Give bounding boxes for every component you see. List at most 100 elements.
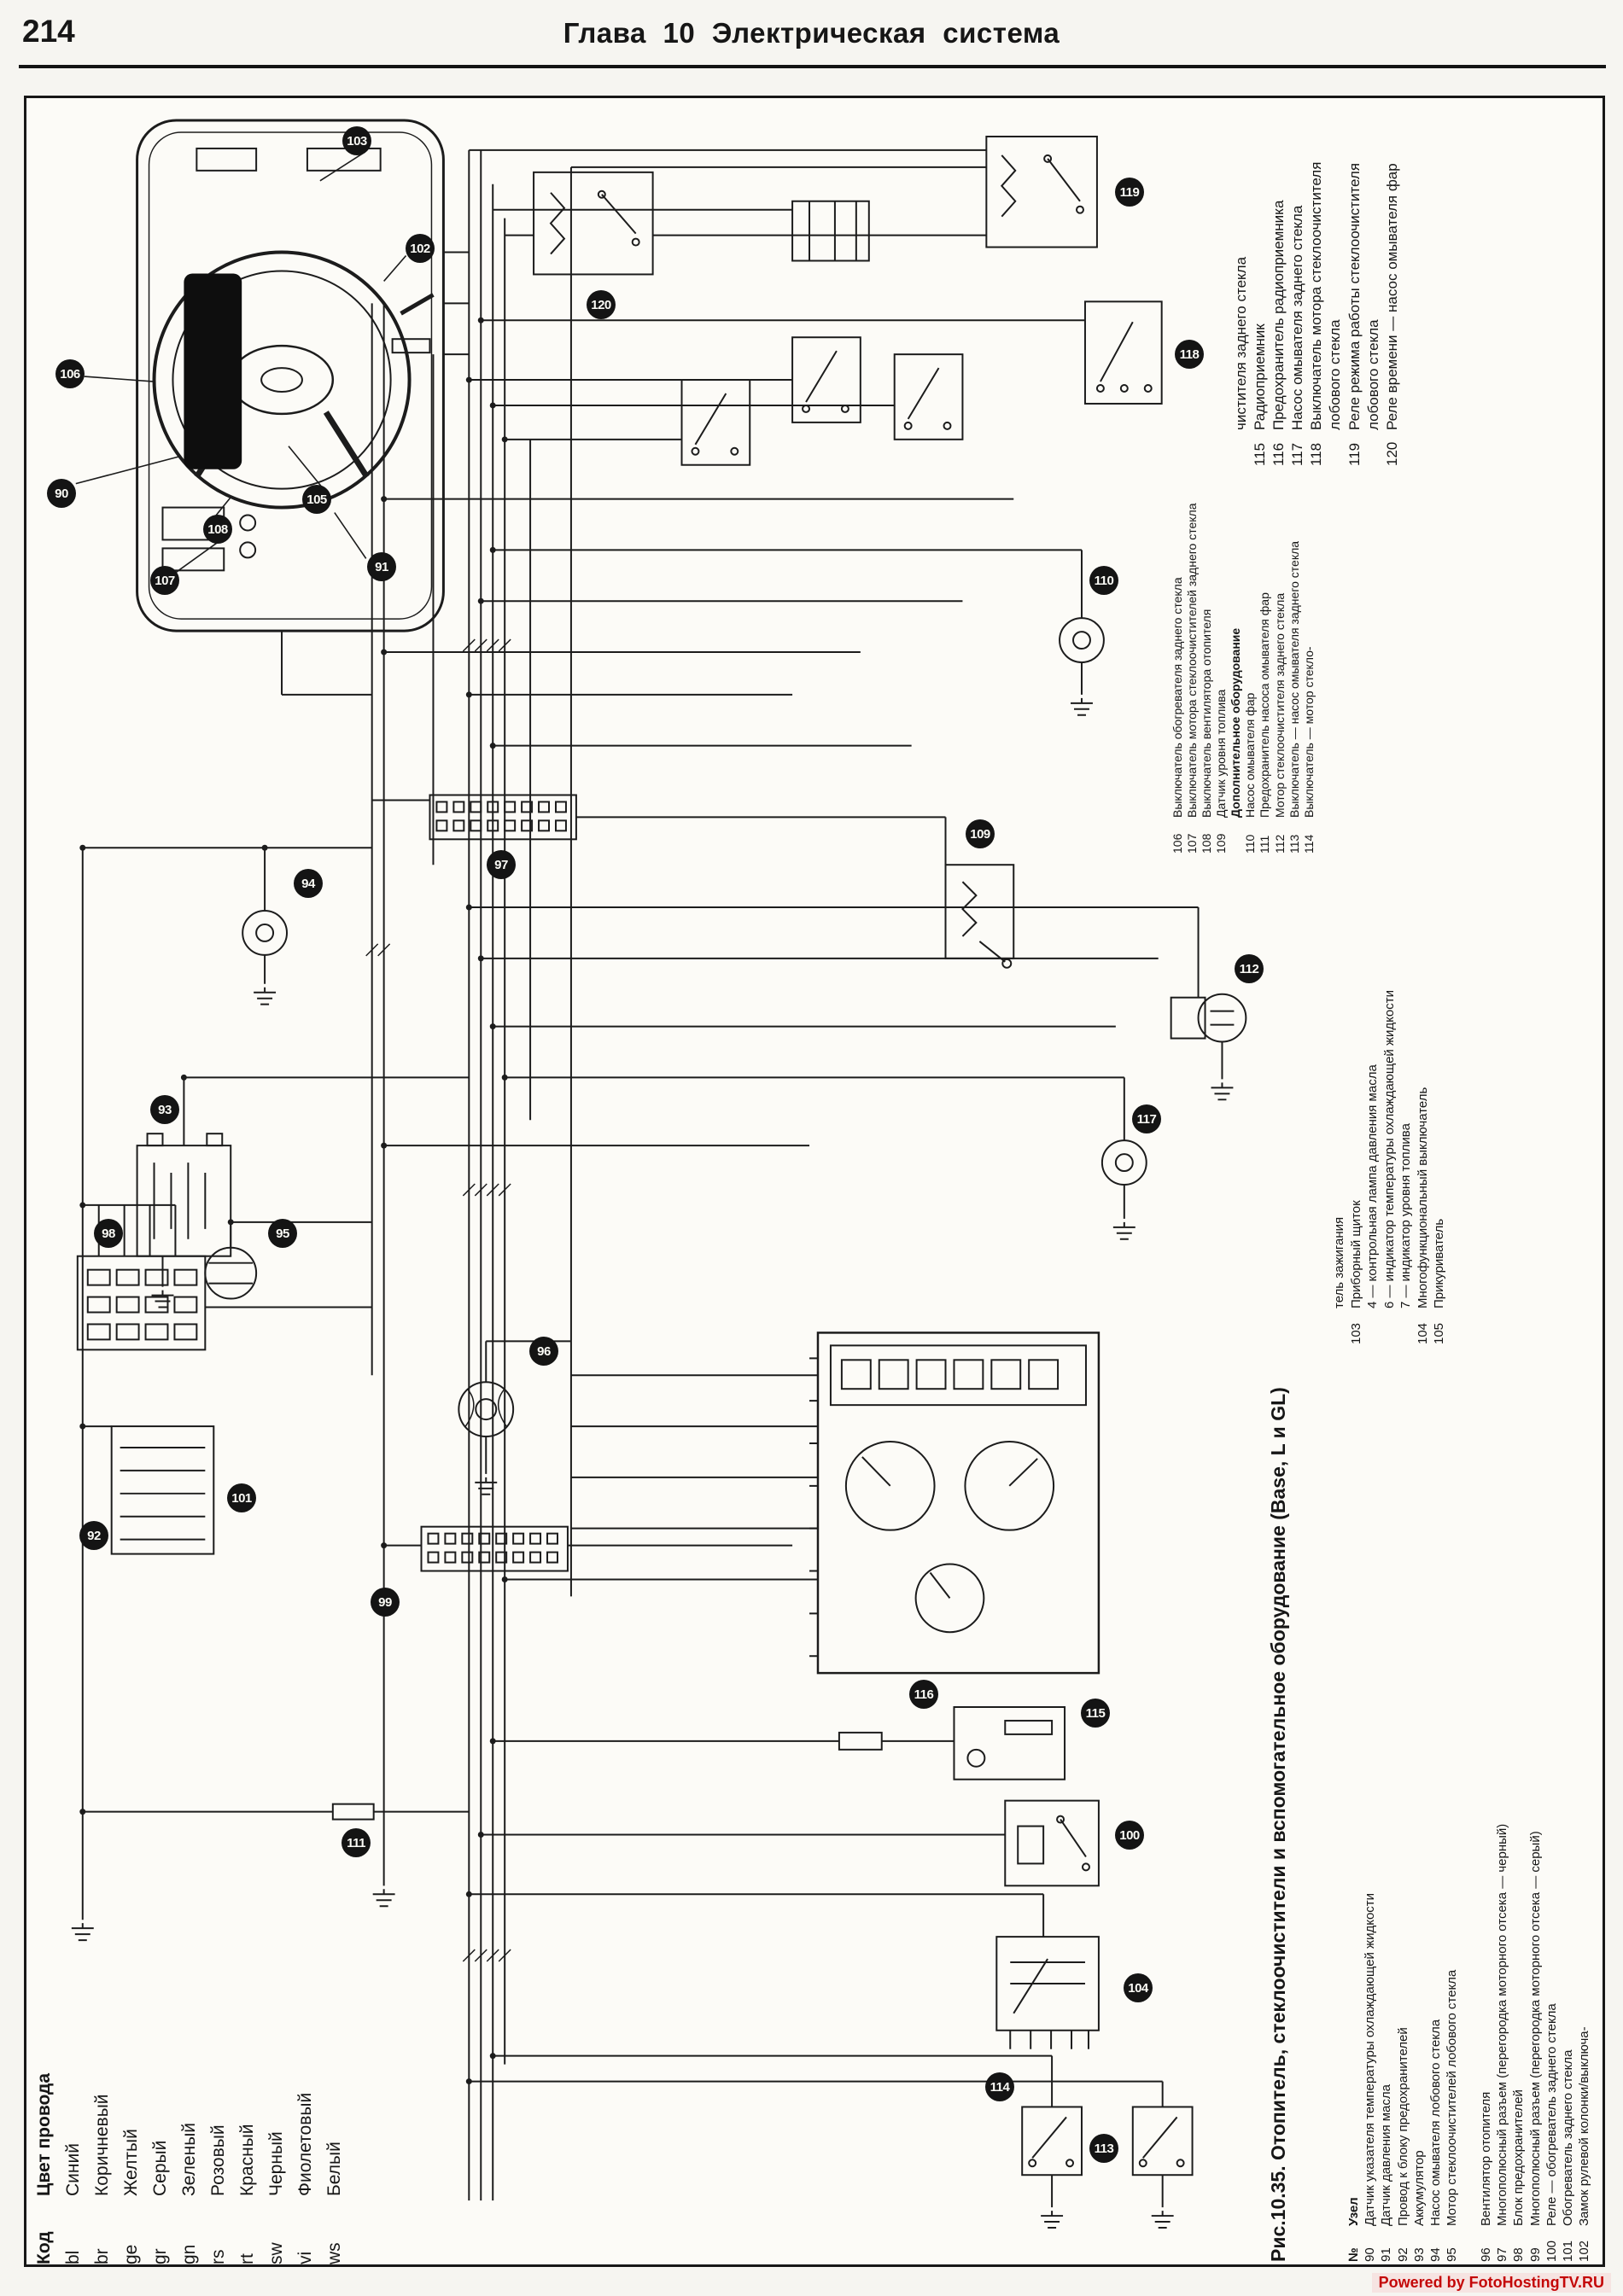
callout-110: 110	[1089, 566, 1118, 595]
fuse-116-symbol	[838, 1731, 883, 1751]
callout-104: 104	[1124, 1973, 1153, 2002]
callout-103: 103	[342, 126, 371, 155]
callout-94: 94	[294, 869, 323, 898]
callout-101: 101	[227, 1483, 256, 1512]
washer-pump-117-symbol	[1100, 1139, 1147, 1186]
header-rule	[19, 65, 1606, 68]
callout-leader-lines	[75, 151, 407, 573]
radio-115-symbol	[953, 1706, 1066, 1780]
component-item: Дополнительное оборудование	[1229, 627, 1243, 818]
callout-92: 92	[79, 1521, 108, 1550]
washer-pump-110-symbol	[1059, 617, 1105, 663]
callout-114: 114	[985, 2072, 1014, 2101]
callout-107: 107	[150, 566, 179, 595]
connector-symbol	[791, 200, 870, 262]
callout-117: 117	[1132, 1104, 1161, 1133]
relay-100-symbol	[1004, 1799, 1100, 1887]
instrument-panel-103-symbol	[809, 1332, 1100, 1675]
wiring-lines	[81, 149, 1223, 2208]
chapter-title: Глава 10 Электрическая система	[563, 17, 1060, 49]
callout-102: 102	[406, 234, 435, 263]
callout-106: 106	[55, 359, 85, 388]
callout-99: 99	[371, 1588, 400, 1617]
wiring-schematic	[70, 119, 1247, 2229]
callout-113: 113	[1089, 2134, 1118, 2163]
bulkhead-connector-99-symbol	[420, 1525, 569, 1572]
callout-120: 120	[587, 290, 616, 319]
blower-motor-96-symbol	[458, 1381, 515, 1438]
component-item: тель зажигания	[1332, 1216, 1346, 1308]
dashboard-drawing	[75, 119, 470, 696]
fuse-box-98-symbol	[76, 1255, 207, 1351]
figure-caption: Рис.10.35. Отопитель, стеклоочистители и…	[1267, 1387, 1289, 2262]
multifunction-switch-104-symbol	[995, 1936, 1100, 2049]
bulkhead-connector-97-symbol	[429, 794, 577, 841]
callout-105: 105	[302, 485, 331, 514]
callout-116: 116	[909, 1680, 938, 1709]
callout-96: 96	[529, 1337, 558, 1366]
component-item: 7 — индикатор уровня топлива	[1398, 1123, 1413, 1308]
callout-115: 115	[1081, 1699, 1110, 1728]
fuse-111-symbol	[331, 1803, 375, 1821]
rear-window-heater-101-symbol	[110, 1425, 215, 1555]
callout-118: 118	[1175, 340, 1204, 369]
callout-109: 109	[966, 819, 995, 848]
component-symbols	[76, 135, 1247, 2177]
callout-119: 119	[1115, 178, 1144, 207]
switch-108-symbol	[680, 379, 751, 466]
callout-97: 97	[487, 850, 516, 879]
switch-118-symbol	[1083, 300, 1163, 405]
callout-90: 90	[47, 479, 76, 508]
relay-120-symbol	[533, 171, 654, 276]
callout-93: 93	[150, 1095, 179, 1124]
junction-dots	[79, 317, 508, 2085]
washer-pump-94-symbol	[242, 910, 289, 956]
callout-98: 98	[94, 1219, 123, 1248]
callout-91: 91	[367, 552, 396, 581]
component-item: чистителя заднего стекла	[1233, 256, 1249, 430]
connector-ticks	[365, 638, 511, 1962]
callout-108: 108	[203, 515, 232, 544]
callout-111: 111	[342, 1828, 371, 1857]
relay-119-symbol	[985, 135, 1098, 248]
